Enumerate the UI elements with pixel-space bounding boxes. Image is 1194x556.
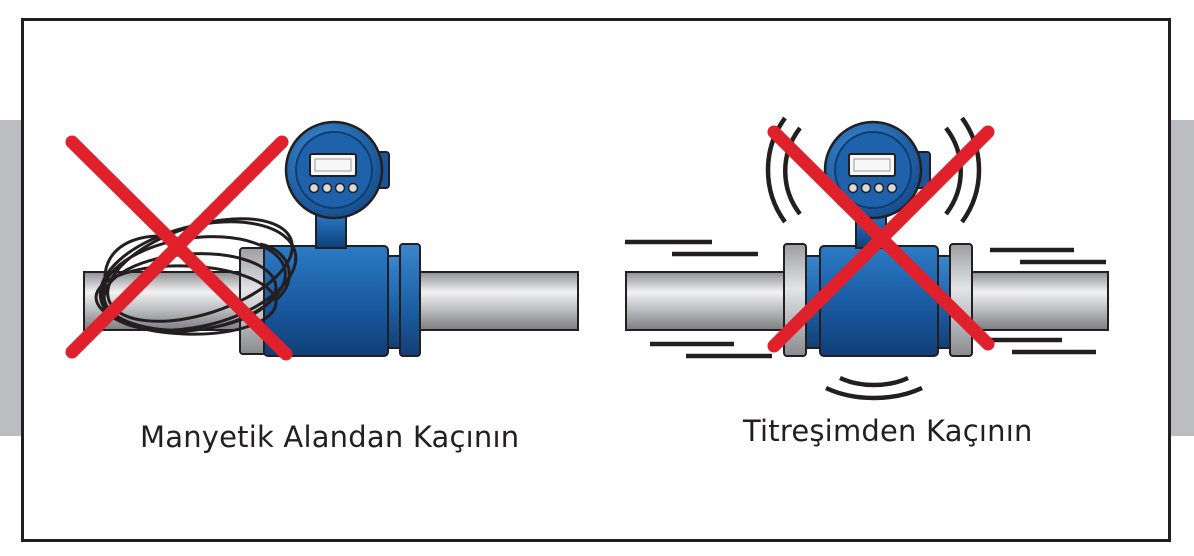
left-flowmeter-assembly <box>83 120 579 357</box>
left-prohibition-cross-icon <box>65 135 293 361</box>
left-meter-neck <box>315 213 347 249</box>
right-transmitter-head <box>823 120 931 220</box>
right-meter-flange-right <box>949 243 973 357</box>
right-meter-body <box>819 245 939 357</box>
right-display-screen <box>848 153 896 177</box>
vibration-lines-left <box>625 239 772 359</box>
vibration-lines-right <box>978 247 1106 355</box>
left-transmitter-head <box>284 120 390 220</box>
magnetic-field-coil <box>94 217 298 336</box>
right-prohibition-cross-icon <box>767 125 995 353</box>
right-caption: Titreşimden Kaçının <box>743 414 1033 448</box>
vibration-arcs-icon <box>765 116 982 401</box>
left-display-screen <box>309 153 357 177</box>
left-caption: Manyetik Alandan Kaçının <box>140 420 520 454</box>
